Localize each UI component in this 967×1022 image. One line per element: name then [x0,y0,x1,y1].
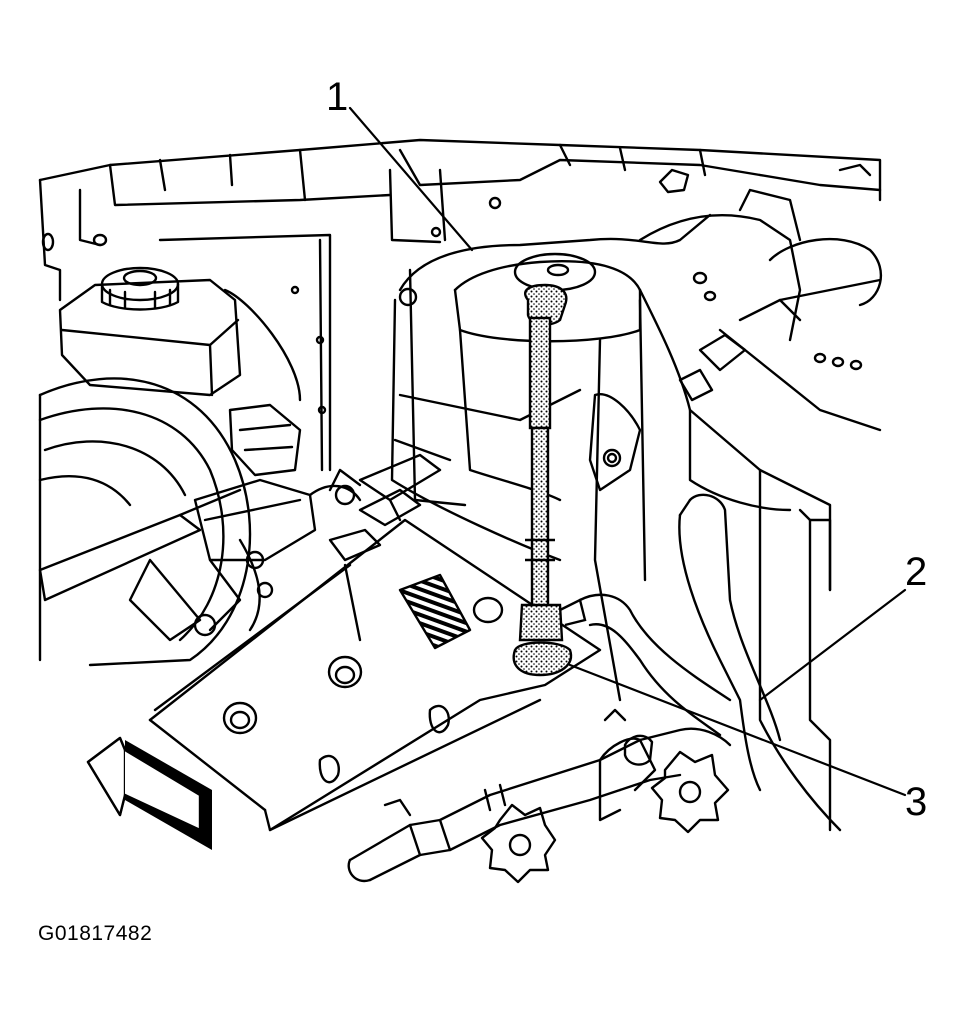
callout-label-2: 2 [905,550,927,594]
upper-hoses [328,453,442,562]
heater-hoses [347,708,732,884]
cowl-panel [38,138,882,302]
strut-tower [390,213,712,562]
callout-leaders [348,106,907,797]
bulkhead-panel [158,233,332,472]
figure-id: G01817482 [38,922,153,945]
mount-bracket [588,393,642,492]
leader-line-3 [568,663,907,797]
callout-label-1: 1 [326,75,348,119]
brake-reservoir [58,266,242,397]
front-arrow [86,736,212,850]
callout-label-3: 3 [905,780,927,824]
valve-cluster [128,403,362,642]
engine-cover [148,518,602,832]
brake-line-left [38,488,242,602]
leader-line-1 [348,106,474,252]
brake-booster [38,377,252,667]
leader-line-2 [758,588,907,702]
lower-hose [578,593,732,737]
radiator-support [593,188,882,832]
dipstick [512,283,587,677]
upper-radiator-hose [678,493,782,792]
